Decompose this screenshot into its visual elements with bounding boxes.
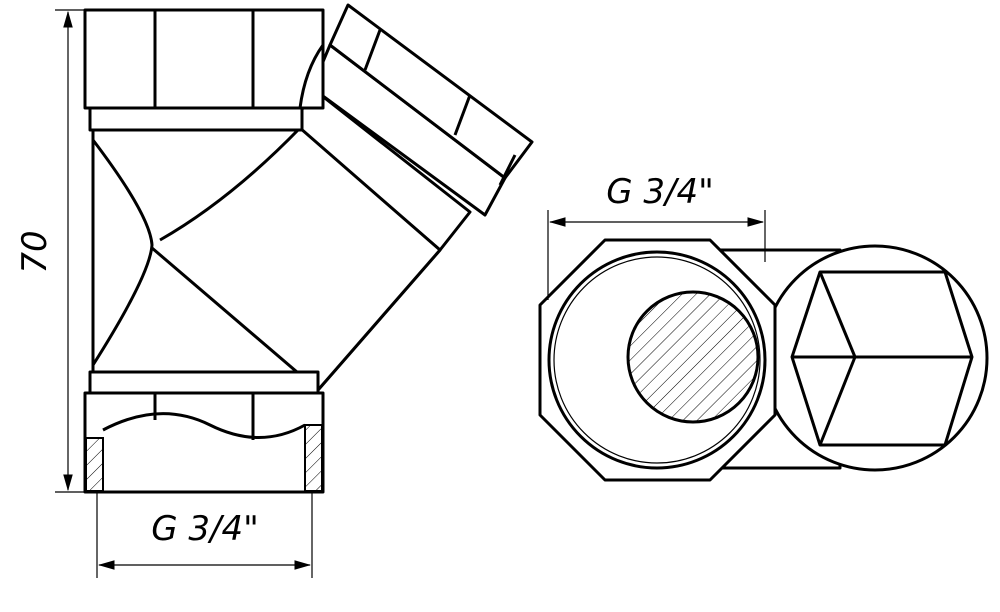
top-cap <box>83 8 325 110</box>
width-dimension <box>96 492 313 578</box>
thread-section-left <box>85 437 104 492</box>
bottom-ring <box>88 370 320 395</box>
side-view <box>83 3 534 494</box>
height-dimension <box>55 9 85 493</box>
section-bore <box>626 290 760 424</box>
thread-dimension-right <box>547 210 766 300</box>
top-ring <box>88 106 304 132</box>
height-label: 70 <box>15 230 55 273</box>
right-thread-label: G 3/4" <box>606 172 714 212</box>
left-thread-label: G 3/4" <box>151 509 259 549</box>
thread-section-right <box>304 424 323 492</box>
bottom-cap <box>83 391 325 494</box>
end-view <box>538 238 989 482</box>
